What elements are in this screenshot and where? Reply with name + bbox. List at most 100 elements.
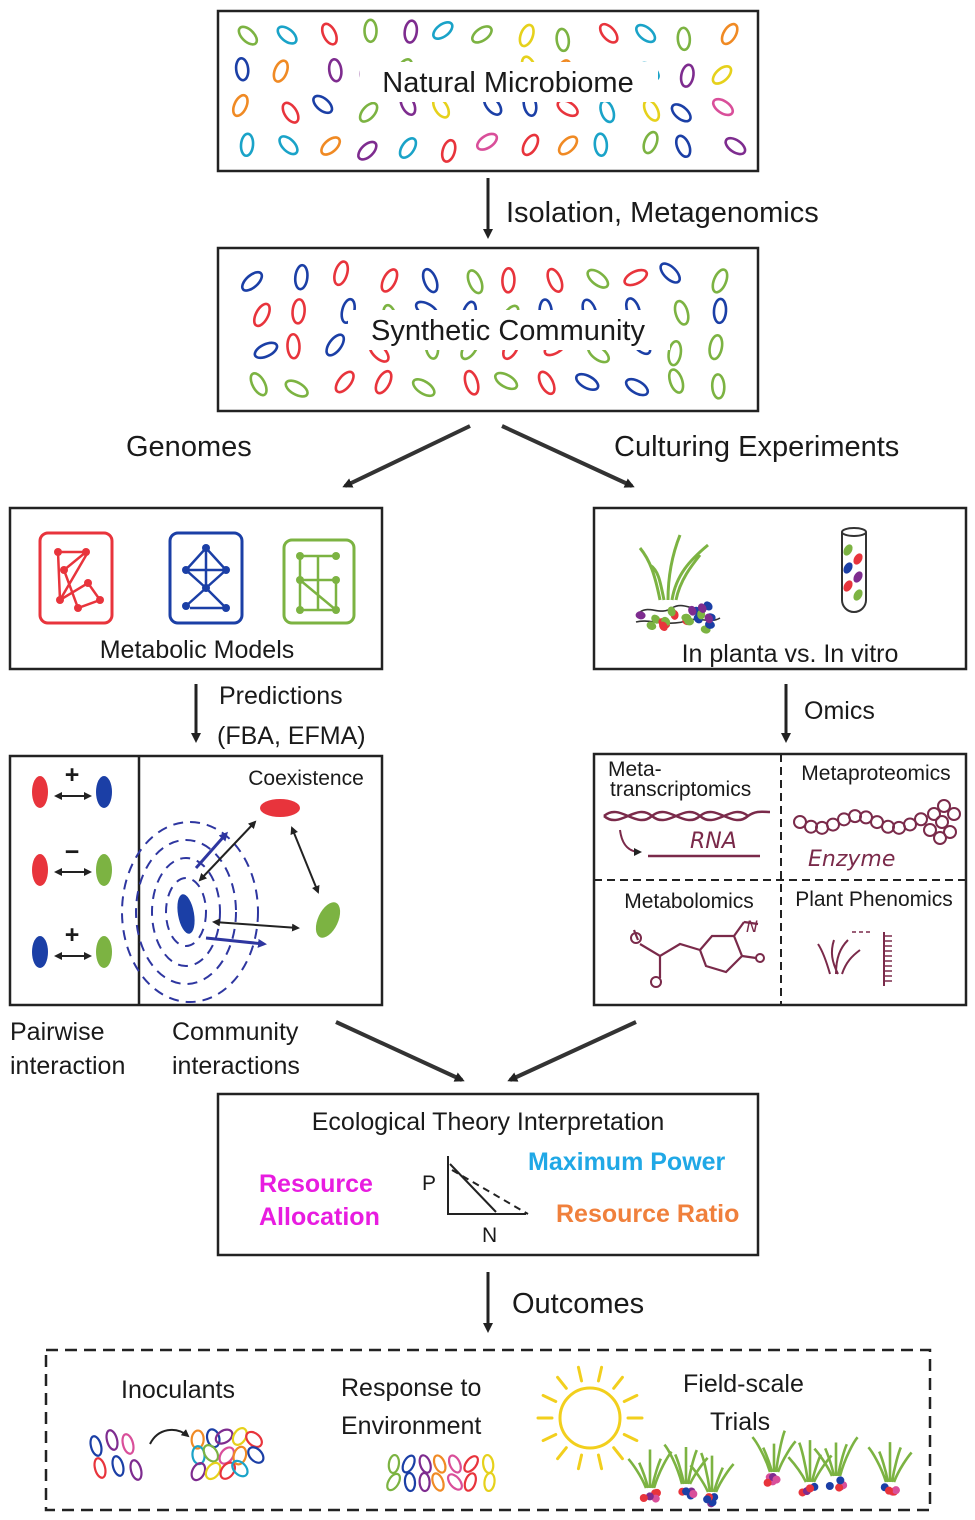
resource-allocation-label-line1: Resource xyxy=(259,1170,373,1198)
microbe-cell xyxy=(518,23,535,48)
microbe-cell xyxy=(281,101,300,124)
community-label-line1: Community xyxy=(172,1018,299,1046)
microbe-cell xyxy=(231,93,249,118)
microbe-cell xyxy=(673,299,690,326)
rna-label: RNA xyxy=(690,829,737,854)
response-label-line2: Environment xyxy=(341,1412,481,1440)
ecological-theory-label: Ecological Theory Interpretation xyxy=(312,1108,665,1136)
microbe-cell xyxy=(556,99,579,118)
microbe-dot xyxy=(853,571,863,583)
microbe-cell xyxy=(293,263,309,291)
microbe-dot xyxy=(835,1483,844,1492)
interaction-panels: + − + xyxy=(8,754,384,1007)
microbe-cell xyxy=(676,26,692,52)
community-label-line2: interactions xyxy=(172,1052,300,1080)
microbe-cell xyxy=(493,371,519,391)
microbe-cell xyxy=(446,1473,463,1491)
outcomes-panel: Inoculants Response to Environment Field… xyxy=(44,1348,932,1512)
microbe-cell xyxy=(557,135,579,156)
microbe-cell xyxy=(252,302,271,328)
microbe-dot xyxy=(639,1493,648,1502)
microbe-dot xyxy=(825,1481,834,1490)
community-interaction-diagram: Coexistence xyxy=(121,767,364,1003)
microbe-cell xyxy=(483,1471,496,1493)
microbe-cell xyxy=(239,132,255,158)
microbe-cell xyxy=(320,136,342,156)
coexistence-label: Coexistence xyxy=(248,767,364,790)
metatranscriptomics-label-line1: Meta- xyxy=(608,758,662,781)
microbe-cell xyxy=(521,133,540,157)
microbe-cell xyxy=(232,1445,248,1466)
microbe-cell xyxy=(711,268,729,294)
pairwise-label-line2: interaction xyxy=(10,1052,125,1080)
microbe-cell xyxy=(202,1444,220,1463)
sun-icon xyxy=(536,1365,644,1471)
microbe-cell xyxy=(711,97,735,117)
metaproteomics-label: Metaproteomics xyxy=(801,762,950,785)
microbe-cell xyxy=(667,340,683,367)
microbe-cell xyxy=(387,1453,401,1475)
pairwise-negative-red-green: − xyxy=(32,838,112,886)
microbe-cell xyxy=(447,1454,462,1474)
microbe-cell xyxy=(89,1435,103,1457)
microbe-dot xyxy=(684,617,695,626)
microbe-cell xyxy=(205,1428,221,1449)
microbe-cell xyxy=(333,260,350,287)
microbe-cell xyxy=(431,1472,445,1492)
nitrogen-atom: N xyxy=(746,917,758,936)
metaproteomics-cell: Metaproteomics Enzyme xyxy=(793,762,961,872)
microbe-cell xyxy=(105,1429,119,1451)
microbe-cell xyxy=(475,132,499,151)
p-axis-label: P xyxy=(422,1172,436,1195)
microbe-cell xyxy=(724,136,747,156)
microbe-cell xyxy=(659,262,682,284)
minus-sign: − xyxy=(65,838,80,866)
microbe-cell xyxy=(537,370,556,396)
microbe-cell xyxy=(712,297,728,325)
microbe-cell xyxy=(214,1428,234,1445)
outcomes-label: Outcomes xyxy=(512,1288,644,1320)
microbe-cell xyxy=(720,22,739,46)
microbe-cell xyxy=(708,334,724,361)
microbe-dot xyxy=(843,562,853,574)
microbe-cell xyxy=(574,372,600,392)
pairwise-positive-red-blue: + xyxy=(32,761,112,808)
microbe-cell xyxy=(237,25,259,46)
microbe-cell xyxy=(711,64,733,85)
microbe-cell xyxy=(249,372,268,397)
microbe-cell xyxy=(432,21,454,40)
microbe-cell xyxy=(546,267,564,293)
plant-roots-icon xyxy=(635,534,721,634)
microbe-cell xyxy=(411,378,436,398)
enzyme-label: Enzyme xyxy=(808,847,895,872)
metabolomics-cell: Metabolomics N xyxy=(624,890,765,988)
metatranscriptomics-cell: Meta- transcriptomics RNA xyxy=(603,758,771,858)
microbe-dot xyxy=(688,605,697,616)
synthetic-community-box: Synthetic Community xyxy=(216,246,760,413)
plant-phenomics-cell: Plant Phenomics xyxy=(795,888,953,986)
microbe-dot xyxy=(646,621,657,630)
microbe-cell xyxy=(670,103,692,123)
microbe-cell xyxy=(190,1429,205,1450)
omics-grid: Meta- transcriptomics RNA Metaproteomics… xyxy=(592,752,968,1007)
metabolic-models-box: Metabolic Models xyxy=(8,506,384,671)
pn-plot-icon: P N xyxy=(422,1156,529,1247)
microbe-cell xyxy=(403,19,419,44)
inoculant-cells-before xyxy=(89,1429,143,1481)
omics-label: Omics xyxy=(804,697,875,725)
inoculant-cells-after xyxy=(190,1427,265,1482)
microbe-cell xyxy=(325,333,346,357)
microbe-cell xyxy=(674,134,692,159)
ecological-theory-box: Ecological Theory Interpretation Resourc… xyxy=(216,1092,760,1257)
in-planta-vs-in-vitro-label: In planta vs. In vitro xyxy=(682,640,899,668)
microbe-cell xyxy=(286,332,301,360)
microbe-cell xyxy=(466,269,484,295)
red-network-icon xyxy=(38,531,114,625)
synthetic-community-label: Synthetic Community xyxy=(371,315,645,347)
microbe-dot xyxy=(836,1476,845,1485)
microbe-dot xyxy=(884,1486,893,1495)
microbe-cell xyxy=(190,1462,207,1482)
microbe-cell xyxy=(623,268,649,287)
microbe-cell xyxy=(327,58,343,83)
microbe-cell xyxy=(624,377,650,397)
